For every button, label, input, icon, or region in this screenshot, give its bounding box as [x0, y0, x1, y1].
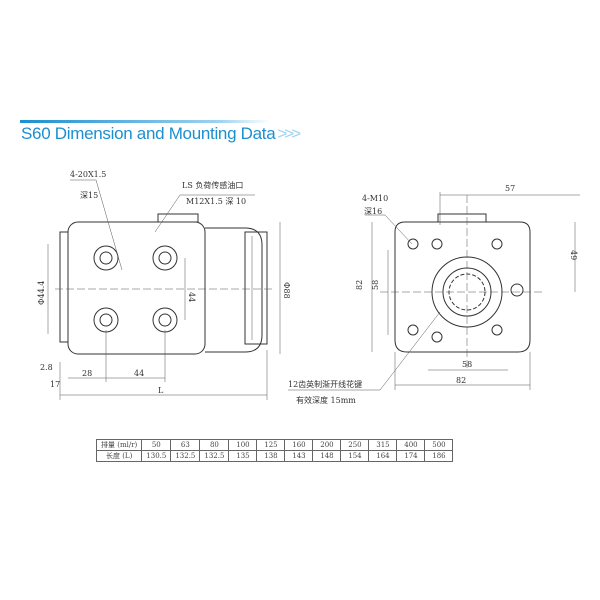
dim-28: 28 — [82, 369, 92, 378]
table-cell: 500 — [424, 439, 454, 451]
dim-2-8: 2.8 — [40, 363, 53, 372]
dim-dia-44-4: Φ44.4 — [37, 281, 46, 305]
spline-depth: 有效深度 15mm — [296, 395, 356, 405]
dim-dia-88: Φ88 — [282, 282, 291, 299]
header: S60 Dimension and Mounting Data >>> — [21, 124, 301, 144]
header-rule — [20, 120, 270, 123]
table-cell: 132.5 — [170, 450, 201, 462]
table-cell: 125 — [256, 439, 286, 451]
table-cell: 200 — [312, 439, 342, 451]
dim-58-horizontal: 58 — [462, 360, 472, 369]
dim-17: 17 — [50, 380, 60, 389]
title-arrows: >>> — [277, 124, 301, 143]
page-title: S60 Dimension and Mounting Data — [21, 124, 276, 143]
dim-82-horizontal: 82 — [456, 376, 466, 385]
table-cell: 130.5 — [141, 450, 172, 462]
table-cell: 400 — [396, 439, 426, 451]
dim-58-vertical: 58 — [371, 280, 380, 290]
table-cell: 250 — [340, 439, 370, 451]
table-cell: 50 — [141, 439, 172, 451]
dim-L: L — [158, 386, 164, 395]
table-cell: 174 — [396, 450, 426, 462]
ports-label: 4-20X1.5 — [70, 170, 106, 179]
side-view: 4-20X1.5 深15 LS 负荷传感油口 M12X1.5 深 10 44 Φ… — [37, 170, 291, 400]
table-cell: 63 — [170, 439, 201, 451]
table-cell: 长度 (L) — [95, 450, 143, 462]
ports-depth: 深15 — [80, 191, 98, 200]
ls-port-label: LS 负荷传感油口 — [182, 180, 243, 190]
dim-57: 57 — [505, 184, 515, 193]
table-cell: 143 — [284, 450, 314, 462]
table-cell: 135 — [228, 450, 258, 462]
table-cell: 315 — [368, 439, 398, 451]
table-cell: 154 — [340, 450, 370, 462]
bolts-label: 4-M10 — [362, 194, 388, 203]
front-view: 4-M10 深16 57 49 82 58 58 82 12齿英制渐开线花键 有… — [288, 184, 580, 405]
dim-49: 49 — [569, 250, 578, 260]
table-cell: 138 — [256, 450, 286, 462]
ls-port-thread: M12X1.5 深 10 — [186, 197, 246, 206]
table-cell: 164 — [368, 450, 398, 462]
dim-44-vertical: 44 — [187, 292, 196, 302]
dim-44-horizontal: 44 — [134, 369, 144, 378]
spline-label: 12齿英制渐开线花键 — [288, 379, 362, 389]
table-cell: 80 — [199, 439, 230, 451]
table-cell: 100 — [228, 439, 258, 451]
table-cell: 排量 (ml/r) — [95, 439, 143, 451]
table-cell: 186 — [424, 450, 454, 462]
bolts-depth: 深16 — [364, 207, 382, 216]
dim-82-vertical: 82 — [355, 280, 364, 290]
table-cell: 132.5 — [199, 450, 230, 462]
table-cell: 148 — [312, 450, 342, 462]
table-cell: 160 — [284, 439, 314, 451]
